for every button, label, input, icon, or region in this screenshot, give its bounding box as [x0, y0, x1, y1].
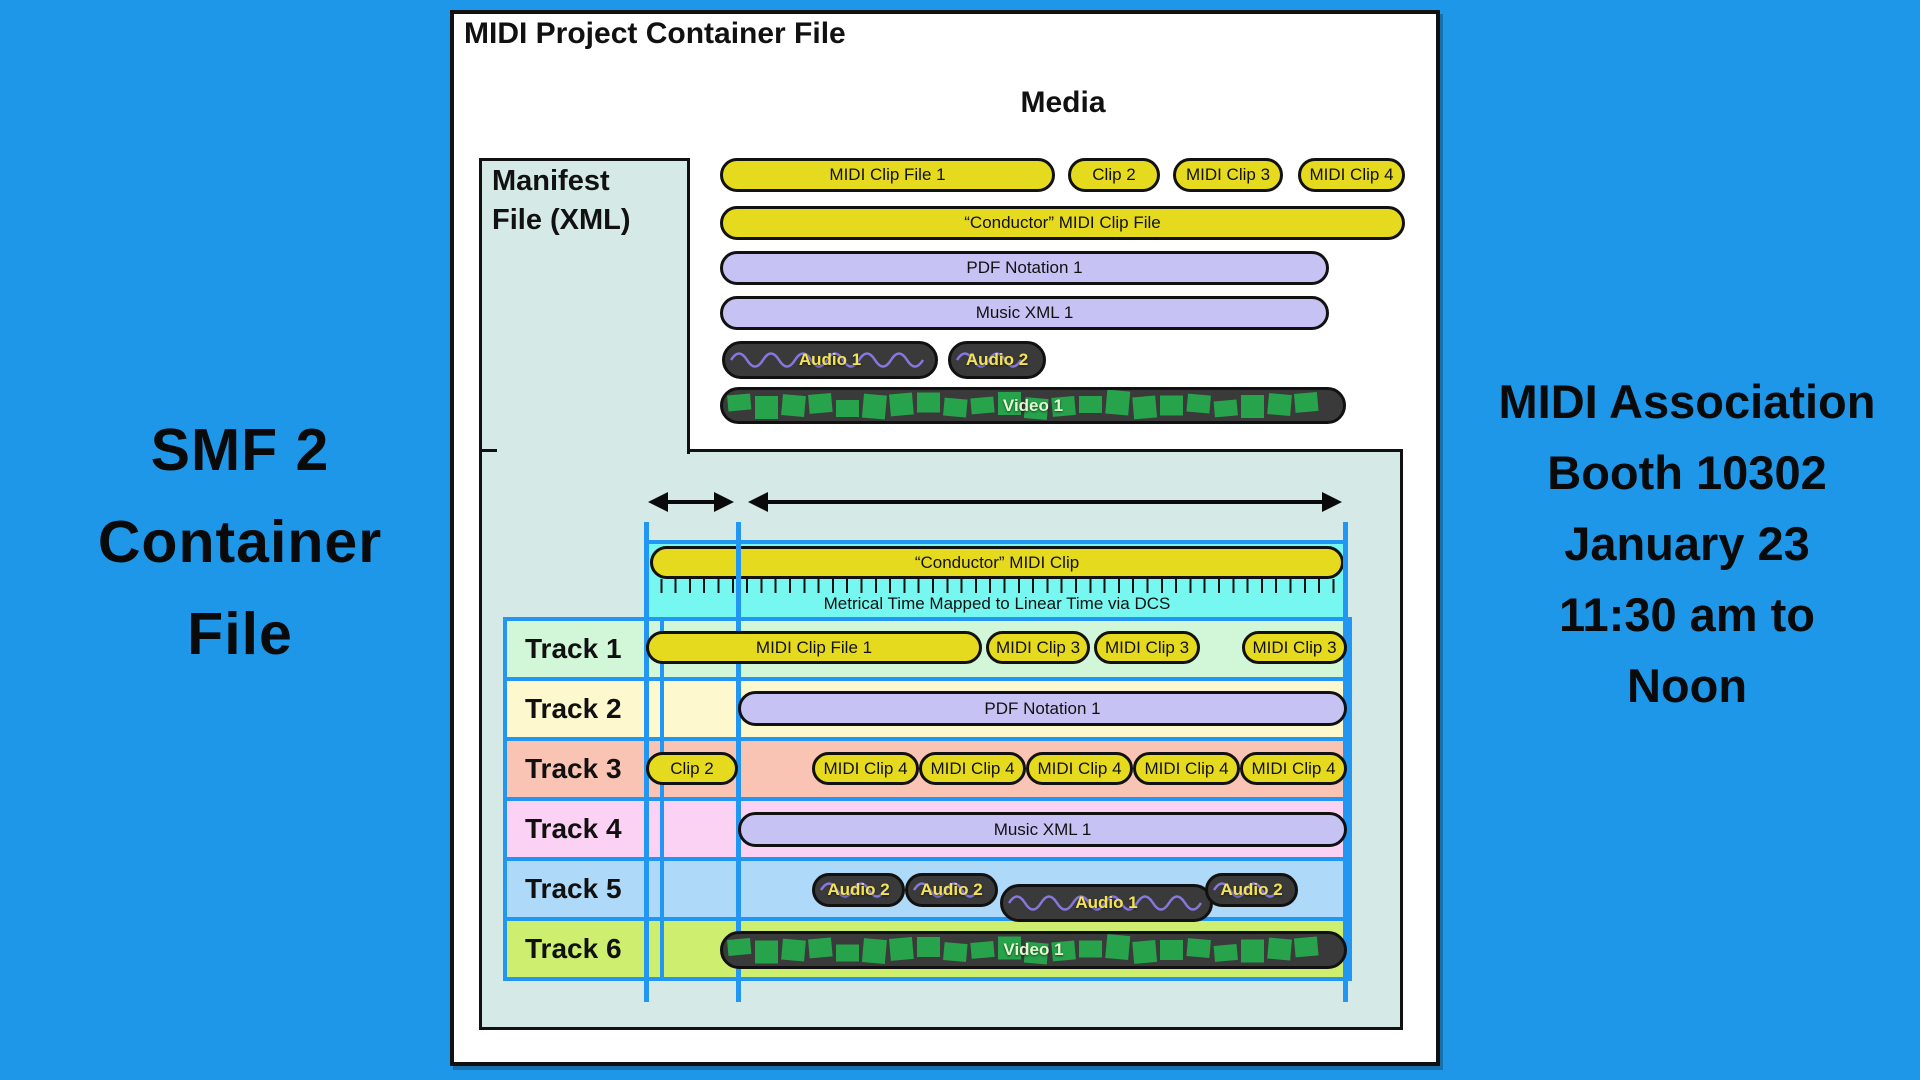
track-row: Track 5 [507, 861, 1348, 921]
left-banner-line: Container [97, 509, 383, 575]
manifest-panel [479, 158, 690, 454]
left-banner-line: File [187, 601, 293, 667]
track-label: Track 3 [507, 741, 664, 797]
track-row: Track 2 [507, 681, 1348, 741]
right-banner: MIDI Association Booth 10302 January 23 … [1448, 366, 1920, 721]
left-banner: SMF 2 Container File [20, 404, 460, 680]
manifest-label: Manifest File (XML) [492, 162, 631, 240]
left-banner-line: SMF 2 [150, 417, 330, 483]
manifest-label-line: File (XML) [492, 204, 631, 236]
track-label: Track 6 [507, 921, 664, 977]
right-banner-line: 11:30 am to [1558, 588, 1816, 641]
right-banner-line: January 23 [1564, 517, 1810, 570]
metrical-time-band: “Conductor” MIDI Clip Metrical Time Mapp… [646, 540, 1348, 621]
conductor-midi-clip: “Conductor” MIDI Clip [650, 546, 1344, 579]
track-label: Track 2 [507, 681, 664, 737]
track-row: Track 3 [507, 741, 1348, 801]
media-heading: Media [1020, 86, 1106, 119]
right-banner-line: MIDI Association [1498, 375, 1876, 428]
grid-line-mid [736, 522, 741, 1002]
track-row: Track 1 [507, 621, 1348, 681]
track-label: Track 5 [507, 861, 664, 917]
ruler-ticks [646, 579, 1348, 593]
grid-line-left [644, 522, 649, 1002]
right-banner-line: Booth 10302 [1547, 446, 1827, 499]
track-label: Track 4 [507, 801, 664, 857]
track-row: Track 6 [507, 921, 1348, 977]
right-banner-line: Noon [1626, 659, 1748, 712]
manifest-label-line: Manifest [492, 165, 610, 197]
track-row: Track 4 [507, 801, 1348, 861]
box-title: MIDI Project Container File [464, 17, 846, 50]
grid-line-right [1343, 522, 1348, 1002]
ruler-caption: Metrical Time Mapped to Linear Time via … [823, 594, 1171, 613]
panel-junction-tick [479, 449, 497, 452]
track-label: Track 1 [507, 621, 664, 677]
